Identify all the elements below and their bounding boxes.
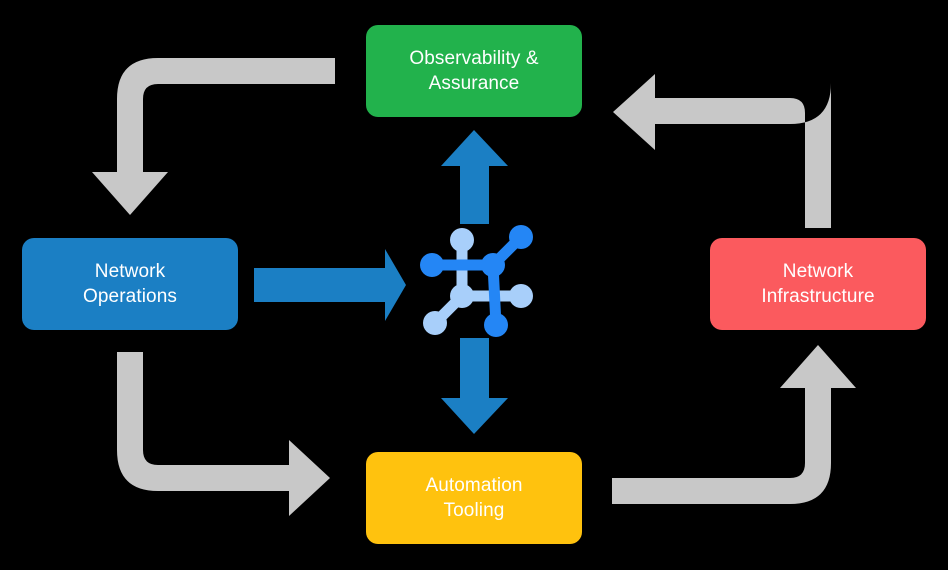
node-n6 — [509, 284, 533, 308]
arrow-automation-to-infrastructure — [612, 345, 856, 504]
arrow-observability-to-operations — [92, 58, 335, 215]
node-n3 — [481, 253, 505, 277]
arrow-operations-to-automation — [117, 352, 330, 516]
box-network-operations[interactable]: Network Operations — [22, 238, 238, 330]
box-observability-assurance[interactable]: Observability & Assurance — [366, 25, 582, 117]
arrow-infrastructure-to-observability — [613, 74, 831, 228]
box-automation-tooling-label: Automation Tooling — [425, 474, 523, 521]
box-automation-tooling[interactable]: Automation Tooling — [366, 452, 582, 544]
network-topology-icon — [420, 225, 533, 337]
box-network-operations-label: Network Operations — [83, 260, 177, 307]
arrow-center-to-observability — [441, 130, 508, 224]
icon-nodes-secondary — [423, 228, 533, 335]
node-n7 — [484, 313, 508, 337]
node-n5 — [450, 284, 474, 308]
node-n1 — [420, 253, 444, 277]
node-n4 — [509, 225, 533, 249]
arrow-operations-to-center — [254, 249, 406, 321]
box-observability-assurance-label: Observability & Assurance — [409, 47, 539, 94]
box-network-infrastructure-label: Network Infrastructure — [761, 260, 875, 307]
node-n8 — [423, 311, 447, 335]
arrow-center-to-automation — [441, 338, 508, 434]
icon-nodes-primary — [420, 225, 533, 337]
node-n2 — [450, 228, 474, 252]
box-network-infrastructure[interactable]: Network Infrastructure — [710, 238, 926, 330]
